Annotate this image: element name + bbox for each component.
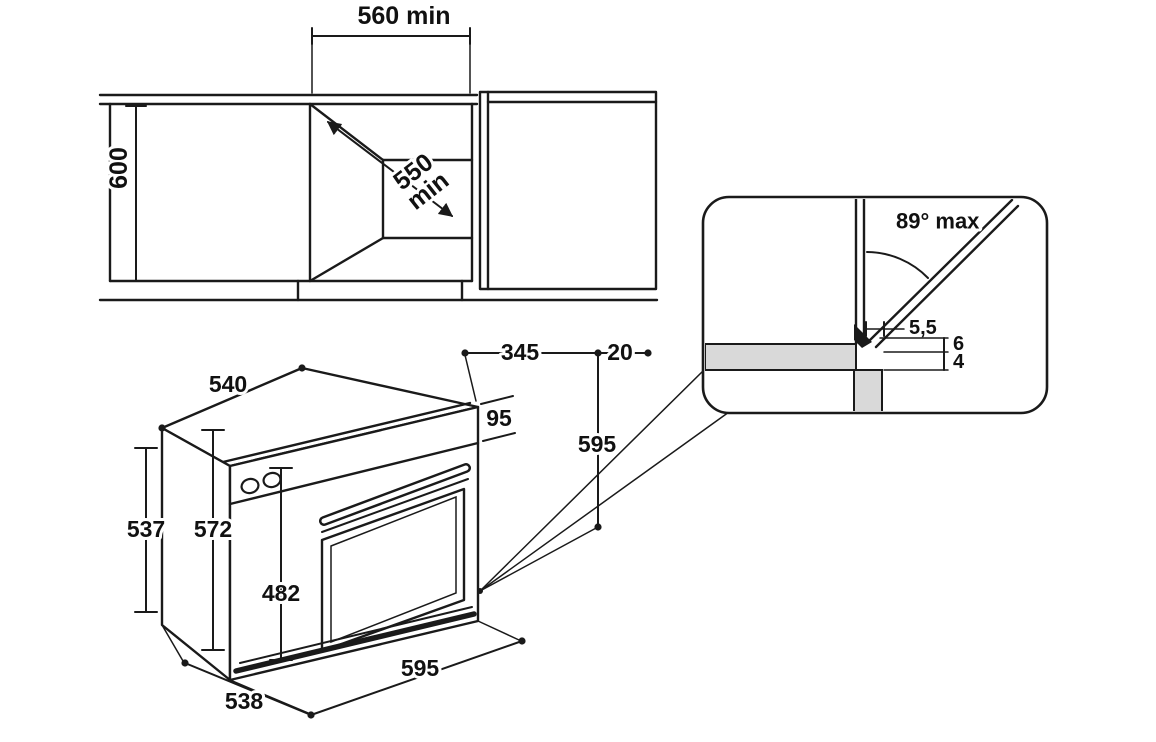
niche-depth-arrow bbox=[326, 121, 454, 217]
dim-dot bbox=[594, 349, 602, 357]
door-handle-highlight bbox=[321, 465, 469, 524]
dim-tick bbox=[480, 395, 514, 405]
dim-gap-6: 6 bbox=[953, 333, 964, 355]
open-door-inner-edge bbox=[867, 199, 1014, 343]
dim-dot bbox=[644, 349, 652, 357]
oven-view: 540 345 20 595 95 537 572 482 bbox=[124, 336, 730, 719]
dim-dot bbox=[518, 637, 526, 645]
dim-dot bbox=[307, 711, 315, 719]
oven-knob-left bbox=[240, 477, 260, 495]
dim-height-595: 595 bbox=[578, 431, 617, 457]
tall-unit-panel bbox=[478, 90, 658, 291]
niche-depth-top-line bbox=[308, 102, 385, 162]
ext-line bbox=[477, 620, 520, 641]
dim-door-angle: 89° max bbox=[896, 209, 980, 234]
dim-niche-depth: 550 min bbox=[385, 145, 457, 219]
ext-line bbox=[479, 526, 599, 592]
callout-leader-top bbox=[479, 369, 705, 592]
dim-dot bbox=[298, 364, 306, 372]
dim-niche-width: 560 min bbox=[357, 2, 450, 30]
dim-537: 537 bbox=[127, 516, 165, 542]
ext-line bbox=[161, 624, 184, 662]
dim-cabinet-height: 600 bbox=[105, 147, 133, 189]
door-angle-arc bbox=[866, 251, 929, 279]
door-glass-outer bbox=[320, 487, 466, 653]
dim-line-595-width bbox=[310, 640, 523, 716]
dim-line-538 bbox=[184, 662, 312, 716]
cabinet-section bbox=[853, 369, 883, 411]
dim-572: 572 bbox=[194, 516, 232, 542]
dim-width-595: 595 bbox=[401, 655, 440, 681]
dim-body-width: 540 bbox=[209, 371, 247, 397]
fascia-back-edge bbox=[221, 401, 472, 464]
control-panel-edge bbox=[228, 441, 480, 506]
dim-482: 482 bbox=[262, 580, 300, 606]
door-hinge bbox=[854, 324, 872, 348]
dim-345: 345 bbox=[501, 339, 540, 365]
cabinet-front-view: 560 min 600 550 min bbox=[98, 0, 659, 302]
worktop-section bbox=[705, 343, 857, 371]
dim-tick bbox=[482, 432, 516, 442]
oven-bottom-trim-edge bbox=[239, 606, 473, 664]
dim-dot bbox=[461, 349, 469, 357]
open-door-outer-edge bbox=[874, 204, 1020, 349]
niche-depth-bottom-line bbox=[308, 236, 385, 283]
callout-origin-dot bbox=[477, 588, 483, 594]
dim-dot bbox=[158, 424, 166, 432]
dim-depth-538: 538 bbox=[225, 688, 264, 714]
door-glass-inner bbox=[330, 495, 457, 644]
dim-20: 20 bbox=[607, 339, 633, 365]
callout-leader-bottom bbox=[479, 411, 730, 592]
detail-view: 89° max 5,5 6 4 bbox=[701, 195, 1049, 415]
dim-dot bbox=[181, 659, 189, 667]
dim-gap-4: 4 bbox=[953, 351, 965, 373]
ext-line bbox=[464, 354, 477, 402]
dim-95: 95 bbox=[486, 405, 512, 431]
door-handle-shadow bbox=[321, 478, 469, 533]
detail-drawing bbox=[705, 199, 1020, 411]
oven-bottom-trim bbox=[233, 611, 477, 674]
dim-5-5: 5,5 bbox=[909, 317, 937, 339]
